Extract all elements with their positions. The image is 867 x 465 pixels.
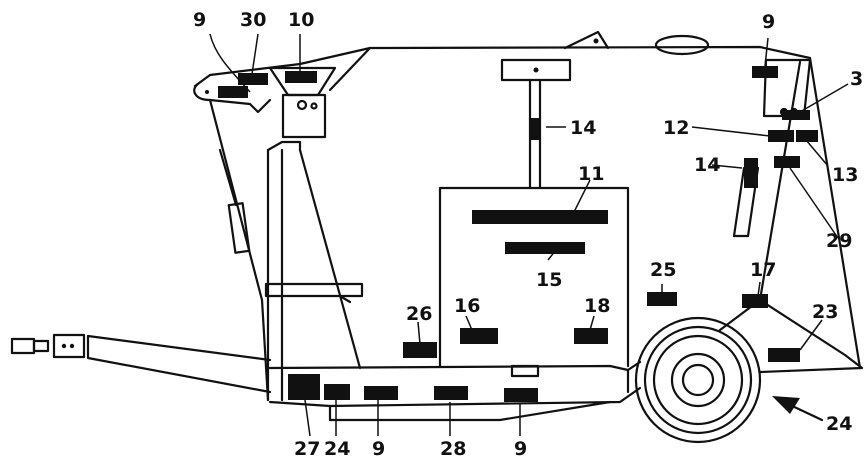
ref-26: 26	[406, 303, 432, 325]
ref-16: 16	[454, 295, 480, 317]
block-11	[472, 210, 608, 224]
ref-15: 15	[536, 269, 562, 291]
block-12	[768, 130, 794, 142]
ref-24: 24	[324, 438, 350, 460]
block-9b	[752, 66, 778, 78]
block-16	[460, 328, 498, 344]
block-13	[796, 130, 818, 142]
ref-12: 12	[663, 117, 689, 139]
block-3	[782, 110, 810, 120]
leader-lines	[209, 33, 849, 437]
ref-30: 30	[240, 9, 266, 31]
block-9c	[364, 386, 398, 400]
feed-chute	[193, 66, 337, 139]
ref-25: 25	[650, 259, 676, 281]
ref-23: 23	[812, 301, 838, 323]
block-18	[574, 328, 608, 344]
hitch-drawbar	[10, 333, 272, 394]
ref-14: 14	[570, 117, 596, 139]
block-26	[403, 342, 437, 358]
vertical-post	[264, 140, 364, 402]
ref-17: 17	[750, 259, 776, 281]
hydraulic-cylinder-right	[732, 58, 812, 238]
hydraulic-cylinder-left	[218, 148, 251, 254]
block-24a	[324, 384, 350, 400]
ref-9: 9	[762, 11, 775, 33]
ref-27: 27	[294, 438, 320, 460]
block-14a	[529, 118, 541, 140]
ref-10: 10	[288, 9, 314, 31]
block-15	[505, 242, 585, 254]
block-9d	[504, 388, 538, 402]
ref-18: 18	[584, 295, 610, 317]
ref-11: 11	[578, 163, 604, 185]
ref-9: 9	[372, 438, 385, 460]
ref-13: 13	[832, 164, 858, 186]
block-28	[434, 386, 468, 400]
redacted-blocks	[218, 66, 818, 402]
ref-28: 28	[440, 438, 466, 460]
block-10	[285, 71, 317, 83]
block-27	[288, 374, 320, 400]
block-9a	[218, 86, 248, 98]
ref-3: 3	[850, 68, 863, 90]
block-25	[647, 292, 677, 306]
block-14b	[744, 158, 758, 188]
block-17	[742, 294, 768, 308]
ref-24: 24	[826, 413, 852, 435]
block-29	[774, 156, 800, 168]
block-23	[768, 348, 800, 362]
ref-29: 29	[826, 230, 852, 252]
ref-14: 14	[694, 154, 720, 176]
ref-9: 9	[193, 9, 206, 31]
block-30	[238, 73, 268, 85]
reference-numbers: 9 30 10 9 3 14 12 14 13 11 29 15 25 17 2…	[193, 9, 863, 460]
wheel	[634, 316, 762, 444]
ref-9: 9	[514, 438, 527, 460]
control-panel-box	[438, 186, 630, 368]
